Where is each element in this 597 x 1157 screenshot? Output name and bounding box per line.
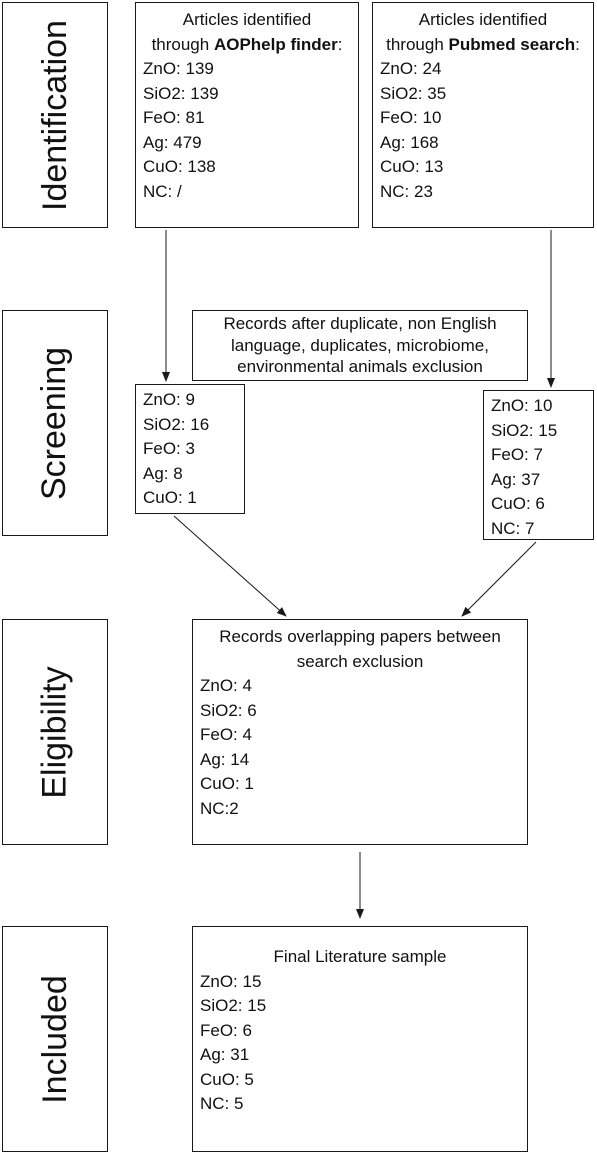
- included-item-zno: ZnO: 15: [200, 971, 262, 991]
- pubmed-item-nc: NC: 23: [380, 181, 433, 201]
- screening-left-box: ZnO: 9 SiO2: 16 FeO: 3 Ag: 8 CuO: 1: [135, 384, 245, 514]
- eligibility-item-nc: NC:2: [200, 798, 239, 818]
- included-item-nc: NC: 5: [200, 1094, 244, 1113]
- arrow-screening-left-to-eligibility: [173, 515, 287, 617]
- pubmed-item-ag: Ag: 168: [380, 132, 439, 152]
- eligibility-item-ag: Ag: 14: [200, 749, 250, 769]
- screening-right-item-ag: Ag: 37: [491, 469, 541, 489]
- aophelp-item-ag: Ag: 479: [143, 132, 202, 152]
- pubmed-heading-suffix: :: [575, 34, 580, 54]
- screening-right-item-cuo: CuO: 6: [491, 494, 545, 513]
- screening-right-item-zno: ZnO: 10: [491, 396, 553, 415]
- pubmed-item-cuo: CuO: 13: [380, 157, 444, 176]
- eligibility-heading-line2: search exclusion: [296, 651, 424, 671]
- included-item-ag: Ag: 31: [200, 1045, 250, 1064]
- screening-exclusion-line2: language, duplicates, microbiome,: [231, 335, 489, 355]
- pubmed-heading-prefix: through: [386, 34, 449, 54]
- stage-screening: Screening: [2, 310, 108, 536]
- pubmed-item-sio2: SiO2: 35: [380, 83, 447, 103]
- pubmed-item-feo: FeO: 10: [380, 108, 442, 127]
- screening-exclusion-line1: Records after duplicate, non English: [223, 314, 497, 333]
- screening-right-item-feo: FeO: 7: [491, 445, 543, 464]
- aophelp-item-nc: NC: /: [143, 181, 182, 201]
- aophelp-heading-suffix: :: [337, 34, 343, 54]
- screening-right-item-nc: NC: 7: [491, 518, 535, 538]
- stage-included: Included: [2, 926, 108, 1152]
- screening-left-item-feo: FeO: 3: [143, 439, 195, 458]
- aophelp-item-cuo: CuO: 138: [143, 157, 216, 176]
- stage-eligibility: Eligibility: [2, 619, 108, 845]
- screening-left-item-cuo: CuO: 1: [143, 488, 197, 507]
- eligibility-box: Records overlapping papers between searc…: [192, 619, 528, 845]
- eligibility-item-zno: ZnO: 4: [200, 676, 252, 695]
- aophelp-item-sio2: SiO2: 139: [143, 83, 219, 103]
- included-box: Final Literature sample ZnO: 15 SiO2: 15…: [192, 926, 528, 1152]
- included-heading: Final Literature sample: [273, 947, 447, 966]
- included-item-cuo: CuO: 5: [200, 1069, 254, 1089]
- pubmed-heading-line1: Articles identified: [418, 10, 548, 29]
- screening-left-item-ag: Ag: 8: [143, 463, 183, 483]
- arrow-screening-right-to-eligibility: [461, 541, 537, 617]
- screening-right-item-sio2: SiO2: 15: [491, 420, 558, 440]
- screening-exclusion-line3: environmental animals exclusion: [237, 357, 483, 376]
- included-item-feo: FeO: 6: [200, 1020, 252, 1040]
- pubmed-heading-source: Pubmed search: [448, 34, 576, 54]
- pubmed-box: Articles identified through Pubmed searc…: [372, 2, 594, 228]
- eligibility-item-cuo: CuO: 1: [200, 774, 254, 793]
- stage-identification: Identification: [2, 2, 108, 228]
- aophelp-heading-prefix: through: [151, 34, 214, 54]
- aophelp-item-zno: ZnO: 139: [143, 59, 214, 78]
- eligibility-item-feo: FeO: 4: [200, 725, 252, 744]
- aophelp-item-feo: FeO: 81: [143, 108, 205, 127]
- screening-exclusion-box: Records after duplicate, non English lan…: [192, 310, 528, 381]
- pubmed-heading-line2: through Pubmed search:: [380, 33, 593, 58]
- screening-right-box: ZnO: 10 SiO2: 15 FeO: 7 Ag: 37 CuO: 6 NC…: [483, 390, 594, 540]
- aophelp-box: Articles identified through AOPhelp find…: [135, 2, 359, 228]
- eligibility-heading-line1: Records overlapping papers between: [219, 627, 501, 646]
- aophelp-heading-line2: through AOPhelp finder:: [143, 33, 358, 58]
- eligibility-item-sio2: SiO2: 6: [200, 700, 257, 720]
- screening-left-item-zno: ZnO: 9: [143, 390, 195, 409]
- screening-left-item-sio2: SiO2: 16: [143, 414, 210, 434]
- pubmed-item-zno: ZnO: 24: [380, 59, 442, 78]
- aophelp-heading-source: AOPhelp finder: [213, 34, 338, 54]
- included-item-sio2: SiO2: 15: [200, 996, 267, 1015]
- aophelp-heading-line1: Articles identified: [182, 10, 312, 29]
